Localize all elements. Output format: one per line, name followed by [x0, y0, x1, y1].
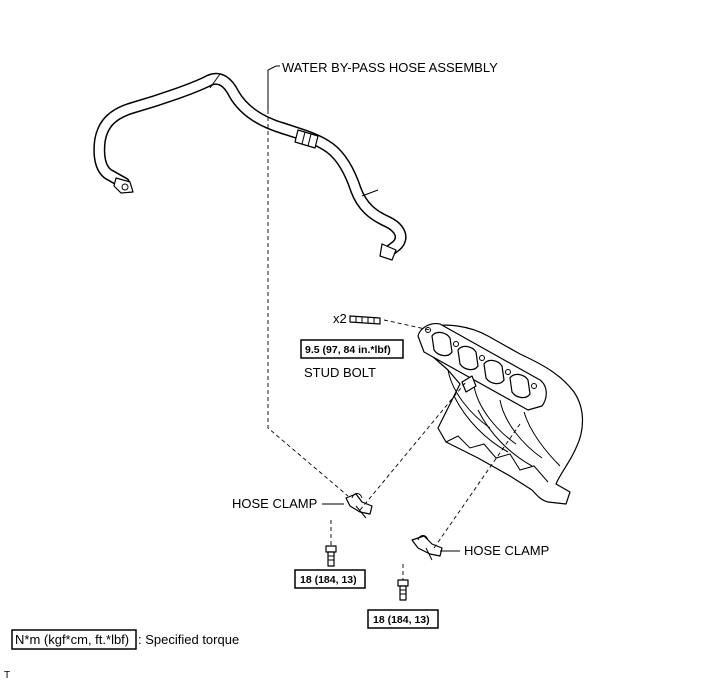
- torque-box-stud: 9.5 (97, 84 in.*lbf): [300, 339, 404, 359]
- legend: N*m (kgf*cm, ft.*lbf) : Specified torque: [11, 629, 239, 650]
- leader-lines: [267, 65, 460, 552]
- stud-bolt: [349, 315, 381, 325]
- legend-unit: N*m (kgf*cm, ft.*lbf): [15, 632, 129, 647]
- torque-stud-value: 9.5 (97, 84 in.*lbf): [305, 344, 391, 356]
- torque-left-value: 18 (184, 13): [300, 574, 357, 586]
- hose-clamp-right-label: HOSE CLAMP: [464, 543, 549, 558]
- legend-description: : Specified torque: [138, 632, 239, 647]
- stud-qty-label: x2: [333, 311, 347, 326]
- torque-box-left: 18 (184, 13): [294, 569, 366, 589]
- corner-mark: T: [4, 670, 10, 681]
- bolt-left: [325, 545, 337, 567]
- stud-bolt-label: STUD BOLT: [304, 365, 376, 380]
- water-bypass-hose: [93, 72, 407, 261]
- hose-clamp-right: [411, 535, 443, 561]
- torque-right-value: 18 (184, 13): [373, 614, 430, 626]
- hose-assembly-label: WATER BY-PASS HOSE ASSEMBLY: [282, 60, 498, 75]
- bolt-right: [397, 579, 409, 601]
- hose-clamp-left-label: HOSE CLAMP: [232, 496, 317, 511]
- intake-manifold: [417, 323, 584, 505]
- hose-clamp-left: [345, 493, 373, 519]
- torque-box-right: 18 (184, 13): [367, 609, 439, 629]
- assembly-lines: [267, 110, 521, 580]
